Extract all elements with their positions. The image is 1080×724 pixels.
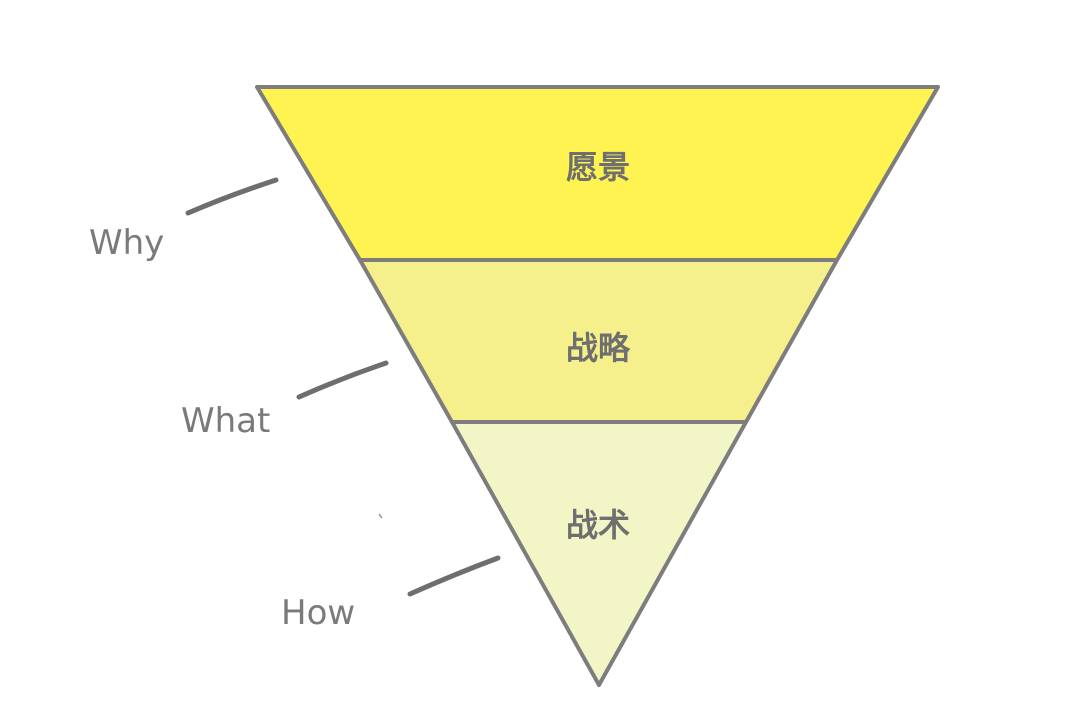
stray-mark: [378, 513, 383, 519]
tier-tactics-shape: [450, 420, 748, 687]
what-connector-line: [296, 360, 389, 400]
why-label: Why: [89, 223, 164, 263]
tier-tactics-label: 战术: [566, 506, 630, 544]
tier-strategy-label: 战略: [566, 329, 631, 367]
how-connector-line: [407, 555, 501, 597]
how-label: How: [281, 593, 355, 633]
tier-vision-label: 愿景: [566, 148, 630, 186]
why-connector-line: [185, 177, 279, 216]
what-label: What: [181, 401, 270, 441]
